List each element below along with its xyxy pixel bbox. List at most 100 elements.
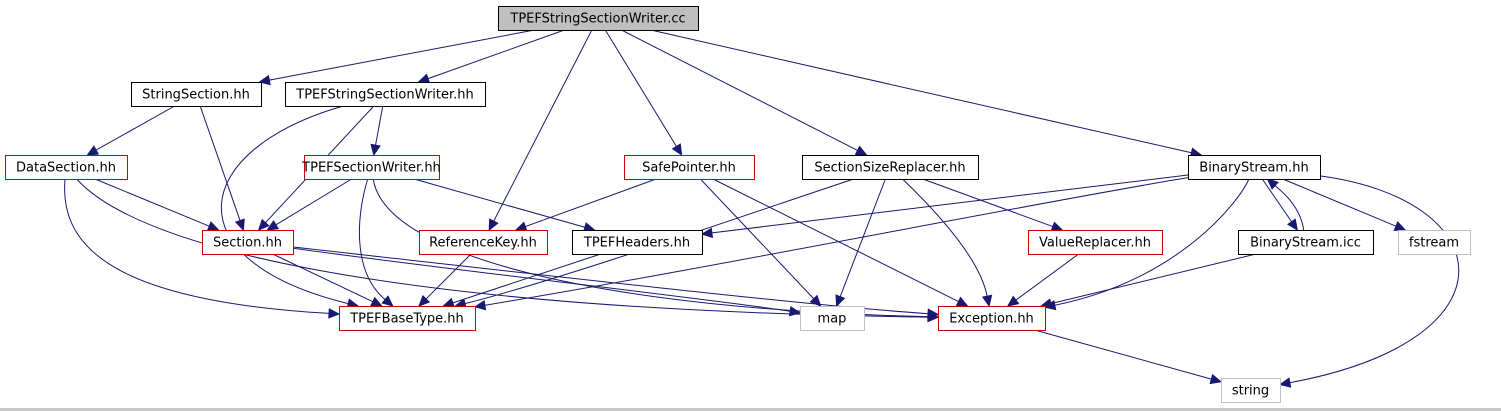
node-reference-key[interactable]: ReferenceKey.hh (419, 230, 548, 255)
node-box (131, 82, 262, 107)
node-tpef-headers[interactable]: TPEFHeaders.hh (572, 230, 703, 255)
node-tpef-base-type[interactable]: TPEFBaseType.hh (339, 306, 476, 331)
edge-root-to-binary-stream (650, 29, 1203, 158)
node-map[interactable]: map (800, 306, 865, 331)
arrowhead (206, 221, 220, 231)
node-box (800, 306, 865, 331)
arrowhead (981, 294, 993, 308)
edge-tpef-string-section-writer-hh-to-tpef-base-type (220, 105, 360, 309)
edge-line (76, 178, 929, 318)
node-label: StringSection.hh (142, 88, 250, 103)
arrowhead (1209, 373, 1223, 385)
node-string-section[interactable]: StringSection.hh (131, 82, 262, 107)
arrowhead (927, 308, 940, 319)
node-label: map (818, 312, 847, 327)
node-tpef-string-section-writer-hh[interactable]: TPEFStringSectionWriter.hh (285, 82, 486, 107)
arrowhead (370, 296, 383, 307)
node-label: SectionSizeReplacer.hh (814, 161, 965, 176)
node-box (624, 155, 755, 180)
arrowhead (671, 143, 683, 157)
node-box (419, 230, 548, 255)
arrowhead (473, 299, 487, 311)
node-string[interactable]: string (1221, 378, 1281, 403)
nodes-layer: TPEFStringSectionWriter.ccStringSection.… (5, 6, 1471, 403)
edge-line (1282, 178, 1397, 227)
edge-line (525, 178, 657, 228)
edge-line (292, 247, 791, 312)
edge-line (272, 253, 374, 303)
edge-line (1015, 253, 1079, 301)
edge-section-size-replacer-to-value-replacer (922, 178, 1064, 232)
node-label: TPEFStringSectionWriter.cc (509, 12, 685, 27)
node-label: Exception.hh (949, 312, 1034, 327)
arrowhead (1393, 221, 1407, 231)
node-box (202, 230, 294, 255)
edge-line (358, 178, 386, 300)
node-label: DataSection.hh (16, 161, 116, 176)
arrowhead (700, 227, 714, 239)
edge-line (413, 178, 586, 228)
arrowhead (1050, 221, 1064, 232)
edge-line (452, 253, 601, 304)
node-section[interactable]: Section.hh (202, 230, 294, 255)
arrowhead (86, 145, 100, 156)
edge-line (711, 174, 1189, 234)
edge-binary-stream-icc-to-exception (1039, 253, 1257, 309)
node-fstream[interactable]: fstream (1398, 230, 1471, 255)
edge-section-to-tpef-base-type (272, 253, 383, 307)
edge-tpef-section-writer-to-tpef-headers (413, 178, 596, 233)
bottom-rule (0, 408, 1501, 411)
edge-binary-stream-icc-to-binary-stream (1266, 178, 1305, 231)
edge-safe-pointer-to-map (700, 178, 822, 307)
arrowhead (417, 73, 431, 84)
arrowhead (418, 294, 431, 307)
edge-line (922, 178, 1053, 228)
arrowhead (955, 296, 969, 307)
node-exception[interactable]: Exception.hh (938, 306, 1046, 331)
arrowhead (514, 221, 528, 232)
node-label: ReferenceKey.hh (429, 236, 537, 251)
arrowhead (488, 218, 499, 232)
node-tpef-section-writer[interactable]: TPEFSectionWriter.hh (301, 155, 441, 180)
node-section-size-replacer[interactable]: SectionSizeReplacer.hh (802, 155, 979, 180)
edge-line (199, 105, 241, 221)
arrowhead (442, 297, 455, 308)
edge-binary-stream-to-fstream (1282, 178, 1407, 231)
node-binary-stream[interactable]: BinaryStream.hh (1188, 155, 1321, 180)
edge-line (902, 178, 988, 297)
edge-line (275, 178, 352, 226)
edge-line (375, 105, 384, 146)
node-data-section[interactable]: DataSection.hh (5, 155, 128, 180)
node-label: string (1232, 384, 1269, 399)
edge-line (650, 29, 1192, 154)
edge-line (95, 105, 175, 151)
edge-line (484, 177, 1189, 306)
edge-tpef-string-section-writer-hh-to-tpef-section-writer (370, 105, 384, 157)
node-box (498, 6, 699, 31)
arrowhead (835, 294, 846, 308)
node-binary-stream-icc[interactable]: BinaryStream.icc (1238, 230, 1374, 255)
node-label: BinaryStream.icc (1250, 236, 1361, 251)
edge-reference-key-to-tpef-base-type (418, 253, 472, 307)
node-box (304, 155, 440, 180)
edge-tpef-section-writer-to-section (266, 178, 352, 231)
edge-binary-stream-to-tpef-base-type (473, 177, 1189, 311)
arrowhead (1286, 218, 1298, 232)
node-value-replacer[interactable]: ValueReplacer.hh (1028, 230, 1163, 255)
node-box (5, 155, 128, 180)
node-label: TPEFSectionWriter.hh (301, 161, 441, 176)
edge-string-section-to-data-section (86, 105, 175, 156)
edge-binary-stream-to-string (1278, 175, 1460, 388)
edge-root-to-reference-key (488, 29, 593, 232)
edge-line (604, 29, 677, 147)
edge-line (425, 253, 472, 300)
edge-line (220, 105, 349, 305)
node-box (339, 306, 476, 331)
arrowhead (234, 218, 245, 232)
node-safe-pointer[interactable]: SafePointer.hh (624, 155, 755, 180)
edge-section-size-replacer-to-map (835, 178, 886, 308)
node-box (1188, 155, 1321, 180)
node-root[interactable]: TPEFStringSectionWriter.cc (498, 6, 699, 31)
arrowhead (809, 294, 822, 307)
